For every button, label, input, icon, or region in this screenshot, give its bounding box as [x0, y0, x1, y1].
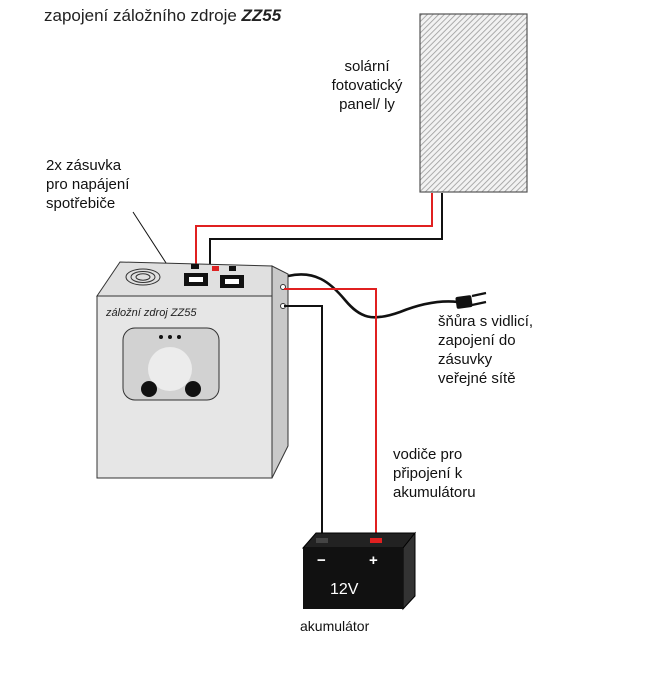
switch — [229, 266, 236, 271]
mains-cord-label-line-4: veřejné sítě — [438, 370, 516, 387]
title-text: zapojení záložního zdroje — [44, 6, 242, 25]
battery-wires-label-line-3: akumulátoru — [393, 484, 476, 501]
sockets-label-line-2: pro napájení — [46, 176, 130, 193]
solar-panel — [419, 13, 528, 193]
indicator-light — [212, 266, 219, 271]
solar-panel-label-line-1: solární — [344, 58, 390, 75]
solar-panel-label: solární fotovatický panel/ ly — [322, 57, 412, 114]
mains-cord-label-line-3: zásuvky — [438, 351, 493, 368]
switch-2 — [191, 264, 199, 269]
battery-plus-sign: + — [369, 552, 378, 569]
device-side — [271, 265, 289, 479]
led-3 — [177, 335, 181, 339]
mains-cord-label: šňůra s vidlicí, zapojení do zásuvky veř… — [438, 312, 533, 388]
fan-grille — [125, 268, 161, 286]
socket-1-slot — [189, 277, 203, 282]
solar-panel-label-line-3: panel/ ly — [339, 96, 395, 113]
led-2 — [168, 335, 172, 339]
battery-voltage: 12V — [330, 581, 359, 598]
panel-black-wire — [209, 193, 443, 270]
mains-cord — [287, 273, 459, 319]
device-label: záložní zdroj ZZ55 — [105, 307, 197, 319]
battery-terminal-minus — [316, 538, 328, 543]
display-circle — [148, 347, 192, 391]
battery-minus-sign: − — [317, 552, 326, 569]
mains-cord-label-line-2: zapojení do — [438, 332, 516, 349]
knob-left — [141, 381, 157, 397]
diagram-title: zapojení záložního zdroje ZZ55 — [44, 6, 281, 25]
battery-body — [303, 548, 403, 609]
led-1 — [159, 335, 163, 339]
sockets-label-line-1: 2x zásuvka — [46, 157, 122, 174]
battery-terminal-plus — [370, 538, 382, 543]
mains-cord-label-line-1: šňůra s vidlicí, — [438, 313, 534, 330]
panel-red-wire — [195, 193, 433, 270]
socket-2-slot — [225, 279, 239, 284]
battery-wires-label-line-1: vodiče pro — [393, 446, 463, 463]
battery-label: akumulátor — [300, 618, 370, 634]
knob-right — [185, 381, 201, 397]
sockets-label-line-3: spotřebiče — [46, 195, 116, 212]
battery-wires-label: vodiče pro připojení k akumulátoru — [393, 445, 476, 502]
battery-red-wire — [284, 288, 377, 541]
sockets-label: 2x zásuvka pro napájení spotřebiče — [46, 156, 129, 213]
battery-black-wire — [284, 305, 323, 541]
mains-plug — [455, 291, 487, 309]
solar-panel-label-line-2: fotovatický — [331, 77, 403, 94]
title-model: ZZ55 — [241, 6, 282, 25]
sockets-pointer — [132, 211, 169, 267]
battery-wires-label-line-2: připojení k — [393, 465, 463, 482]
